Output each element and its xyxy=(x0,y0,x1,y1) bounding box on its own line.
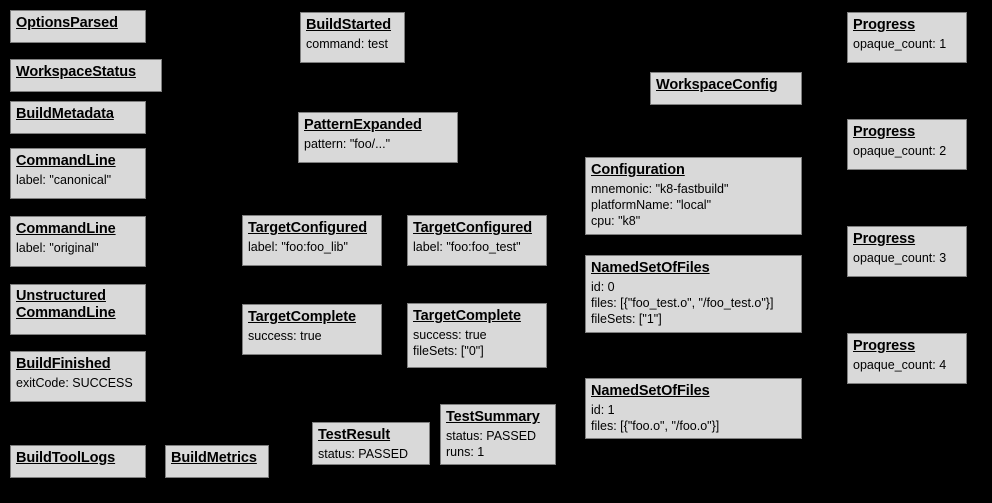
node-title: BuildMetadata xyxy=(16,106,114,122)
node-title: TestSummary xyxy=(446,409,540,425)
node-attributes: success: true xyxy=(248,328,376,344)
node-title: OptionsParsed xyxy=(16,15,118,31)
node-attributes: opaque_count: 2 xyxy=(853,143,961,159)
node-attribute: fileSets: ["0"] xyxy=(413,343,484,358)
node-attribute: exitCode: SUCCESS xyxy=(16,375,133,390)
node-attributes: label: "original" xyxy=(16,240,140,256)
node-progress-2[interactable]: Progress opaque_count: 2 xyxy=(847,119,967,170)
node-title-line: CommandLine xyxy=(16,305,116,322)
node-title: TargetComplete xyxy=(248,309,356,325)
node-title: WorkspaceConfig xyxy=(656,77,778,93)
node-attribute: label: "original" xyxy=(16,240,99,255)
node-title: BuildToolLogs xyxy=(16,450,116,466)
node-attributes: mnemonic: "k8-fastbuild"platformName: "l… xyxy=(591,181,796,229)
node-pattern-expanded[interactable]: PatternExpanded pattern: "foo/..." xyxy=(298,112,458,163)
node-workspace-status[interactable]: WorkspaceStatus xyxy=(10,59,162,92)
node-attributes: opaque_count: 4 xyxy=(853,357,961,373)
node-attribute: success: true xyxy=(248,328,322,343)
node-title: TargetComplete xyxy=(413,308,521,324)
node-command-line-original[interactable]: CommandLine label: "original" xyxy=(10,216,146,267)
node-build-metrics[interactable]: BuildMetrics xyxy=(165,445,269,478)
node-title: BuildFinished xyxy=(16,356,111,372)
node-build-finished[interactable]: BuildFinished exitCode: SUCCESS xyxy=(10,351,146,402)
node-title: Progress xyxy=(853,231,916,247)
node-title: BuildMetrics xyxy=(171,450,257,466)
node-attribute: platformName: "local" xyxy=(591,197,712,212)
node-configuration[interactable]: Configuration mnemonic: "k8-fastbuild"pla… xyxy=(585,157,802,235)
node-attribute: pattern: "foo/..." xyxy=(304,136,391,151)
node-target-complete-lib[interactable]: TargetComplete success: true xyxy=(242,304,382,355)
node-progress-4[interactable]: Progress opaque_count: 4 xyxy=(847,333,967,384)
node-attribute: status: PASSED xyxy=(446,428,537,443)
node-progress-1[interactable]: Progress opaque_count: 1 xyxy=(847,12,967,63)
node-attribute: fileSets: ["1"] xyxy=(591,311,662,326)
node-title: Progress xyxy=(853,17,916,33)
node-attributes: command: test xyxy=(306,36,399,52)
node-title: Configuration xyxy=(591,162,685,178)
node-attributes: label: "foo:foo_test" xyxy=(413,239,541,255)
node-attribute: mnemonic: "k8-fastbuild" xyxy=(591,181,729,196)
node-attributes: opaque_count: 3 xyxy=(853,250,961,266)
node-attributes: label: "canonical" xyxy=(16,172,140,188)
node-attribute: label: "foo:foo_test" xyxy=(413,239,521,254)
node-options-parsed[interactable]: OptionsParsed xyxy=(10,10,146,43)
node-attributes: opaque_count: 1 xyxy=(853,36,961,52)
node-title: WorkspaceStatus xyxy=(16,64,136,80)
node-attribute: success: true xyxy=(413,327,487,342)
node-target-configured-foo-lib[interactable]: TargetConfigured label: "foo:foo_lib" xyxy=(242,215,382,266)
node-title: NamedSetOfFiles xyxy=(591,260,710,276)
node-attribute: label: "foo:foo_lib" xyxy=(248,239,348,254)
node-attribute: cpu: "k8" xyxy=(591,213,641,228)
node-command-line-canonical[interactable]: CommandLine label: "canonical" xyxy=(10,148,146,199)
node-attribute: id: 1 xyxy=(591,402,615,417)
node-attribute: label: "canonical" xyxy=(16,172,112,187)
node-attribute: opaque_count: 3 xyxy=(853,250,947,265)
node-attribute: opaque_count: 2 xyxy=(853,143,947,158)
node-attribute: command: test xyxy=(306,36,388,51)
node-target-configured-foo-test[interactable]: TargetConfigured label: "foo:foo_test" xyxy=(407,215,547,266)
node-build-tool-logs[interactable]: BuildToolLogs xyxy=(10,445,146,478)
node-build-metadata[interactable]: BuildMetadata xyxy=(10,101,146,134)
node-title: CommandLine xyxy=(16,153,116,169)
node-attributes: status: PASSED xyxy=(318,446,424,462)
node-attributes: label: "foo:foo_lib" xyxy=(248,239,376,255)
node-attribute: id: 0 xyxy=(591,279,615,294)
node-attributes: exitCode: SUCCESS xyxy=(16,375,140,391)
node-attribute: status: PASSED xyxy=(318,446,409,461)
node-attributes: pattern: "foo/..." xyxy=(304,136,452,152)
node-attribute: opaque_count: 4 xyxy=(853,357,947,372)
node-title: Progress xyxy=(853,338,916,354)
node-title: TargetConfigured xyxy=(413,220,532,236)
node-test-result[interactable]: TestResult status: PASSED xyxy=(312,422,430,465)
node-attribute: runs: 1 xyxy=(446,444,485,459)
node-title: BuildStarted xyxy=(306,17,392,33)
node-title: Progress xyxy=(853,124,916,140)
node-attribute: files: [{"foo_test.o", "/foo_test.o"}] xyxy=(591,295,774,310)
node-title-line: Unstructured xyxy=(16,288,106,304)
node-attribute: files: [{"foo.o", "/foo.o"}] xyxy=(591,418,720,433)
node-title: CommandLine xyxy=(16,221,116,237)
node-workspace-config[interactable]: WorkspaceConfig xyxy=(650,72,802,105)
node-title: TestResult xyxy=(318,427,391,443)
node-title: TargetConfigured xyxy=(248,220,367,236)
node-title: PatternExpanded xyxy=(304,117,422,133)
node-progress-3[interactable]: Progress opaque_count: 3 xyxy=(847,226,967,277)
node-build-started[interactable]: BuildStarted command: test xyxy=(300,12,405,63)
node-attribute: opaque_count: 1 xyxy=(853,36,947,51)
node-title: NamedSetOfFiles xyxy=(591,383,710,399)
